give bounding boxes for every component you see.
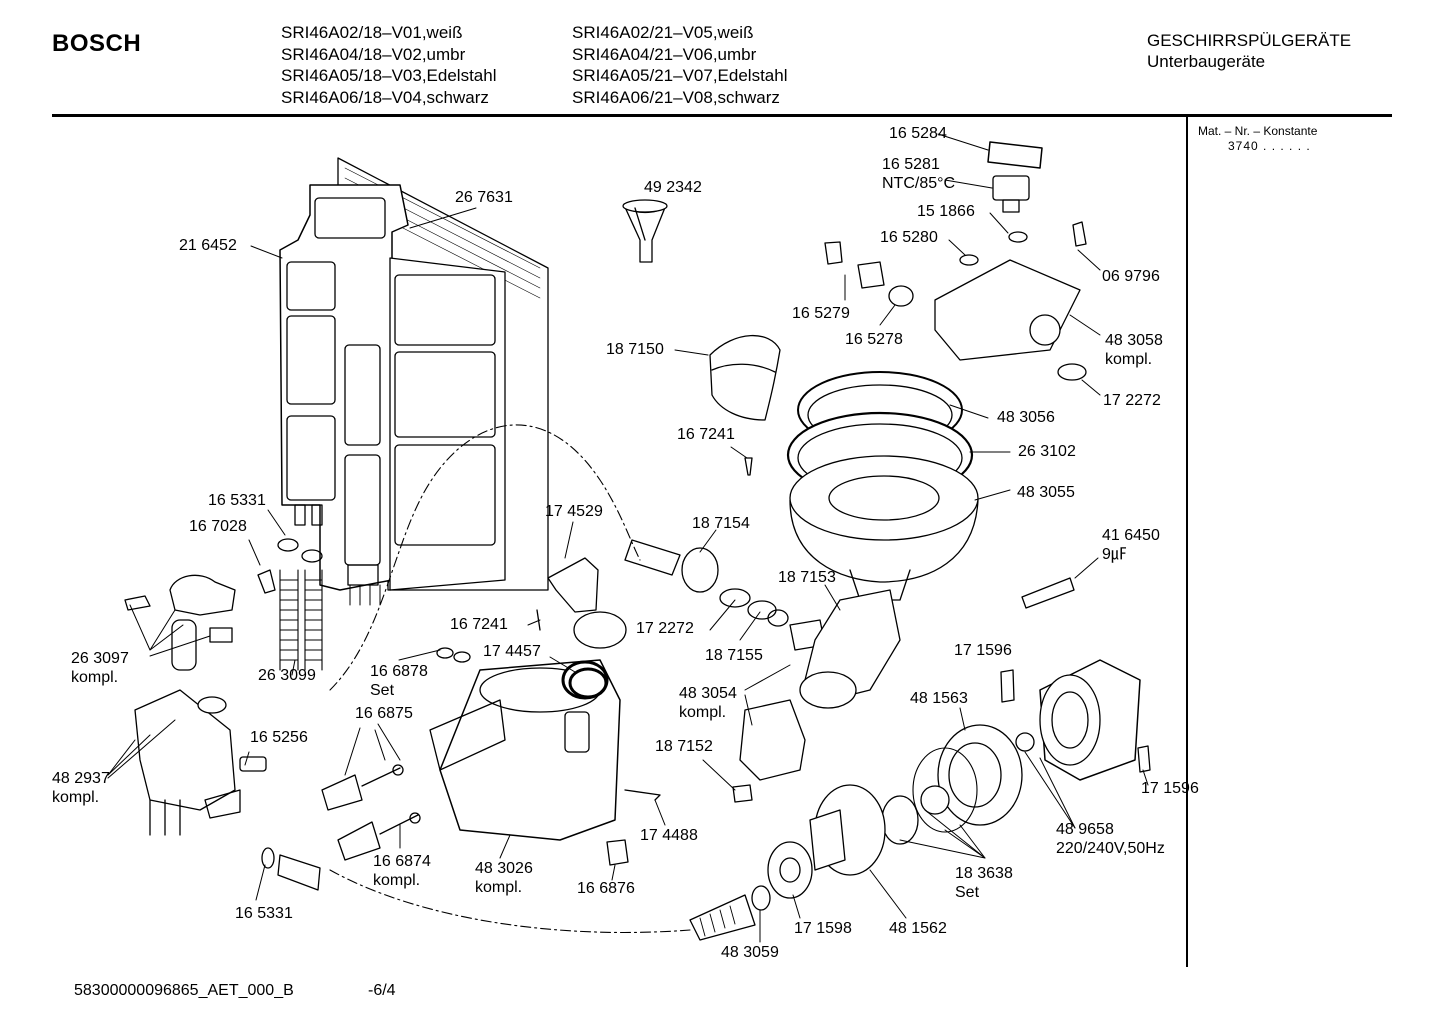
part-187155: 18 7155: [705, 647, 763, 664]
inlet-valve-drawing: [124, 574, 267, 836]
model-list-left: SRI46A02/18–V01,weiß SRI46A04/18–V02,umb…: [281, 22, 497, 108]
page-reference: -6/4: [368, 982, 396, 999]
part-483055: 48 3055: [1017, 484, 1075, 501]
part-171598: 17 1598: [794, 920, 852, 937]
part-481563: 48 1563: [910, 690, 968, 707]
circulation-pump-drawing: [1000, 659, 1151, 781]
part-483059: 48 3059: [721, 944, 779, 961]
category-title: GESCHIRRSPÜLGERÄTE: [1147, 31, 1352, 50]
part-172272-b: 17 2272: [636, 620, 694, 637]
part-174488: 17 4488: [640, 827, 698, 844]
part-165256: 16 5256: [250, 729, 308, 746]
part-174457: 17 4457: [483, 643, 541, 660]
side-divider: [1186, 116, 1188, 967]
part-187154: 18 7154: [692, 515, 750, 532]
solenoid-valves-drawing: [321, 647, 471, 861]
part-171596-a: 17 1596: [954, 642, 1012, 659]
part-492342: 49 2342: [644, 179, 702, 196]
part-263102: 26 3102: [1018, 443, 1076, 460]
part-151866: 15 1866: [917, 203, 975, 220]
leader-lines: [107, 133, 1149, 943]
header-divider: [52, 114, 1392, 117]
part-171596-b: 17 1596: [1141, 780, 1199, 797]
category-subtitle: Unterbaugeräte: [1147, 52, 1266, 71]
mat-nr-value: 3740 . . . . . .: [1228, 139, 1311, 153]
small-parts-drawing: [536, 457, 753, 866]
part-267631: 26 7631: [455, 189, 513, 206]
part-187153: 18 7153: [778, 569, 836, 586]
hoses-drawing: [257, 538, 323, 671]
model-item: SRI46A05/21–V07,Edelstahl: [572, 66, 788, 85]
flow-heater-drawing: [824, 141, 1087, 381]
part-216452: 21 6452: [179, 237, 237, 254]
model-list-right: SRI46A02/21–V05,weiß SRI46A04/21–V06,umb…: [572, 22, 788, 108]
part-174529: 17 4529: [545, 503, 603, 520]
water-softener-drawing: [429, 659, 621, 841]
part-165278: 16 5278: [845, 331, 903, 348]
part-165331-b: 16 5331: [235, 905, 293, 922]
category-block: GESCHIRRSPÜLGERÄTE Unterbaugeräte: [1147, 30, 1351, 72]
flow-lines: [329, 424, 691, 934]
model-item: SRI46A02/18–V01,weiß: [281, 23, 463, 42]
part-165284: 16 5284: [889, 125, 947, 142]
part-165280: 16 5280: [880, 229, 938, 246]
mat-nr-label: Mat. – Nr. – Konstante: [1198, 124, 1318, 138]
sump-assembly-drawing: [786, 371, 979, 601]
part-263099: 26 3099: [258, 667, 316, 684]
sump-pipes-drawing: [624, 539, 1075, 803]
part-483056: 48 3056: [997, 409, 1055, 426]
funnel-drawing: [622, 199, 668, 263]
drain-hose-drawing: [261, 847, 771, 941]
model-item: SRI46A05/18–V03,Edelstahl: [281, 66, 497, 85]
part-165279: 16 5279: [792, 305, 850, 322]
part-187150: 18 7150: [606, 341, 664, 358]
part-166875: 16 6875: [355, 705, 413, 722]
part-167028: 16 7028: [189, 518, 247, 535]
part-172272-a: 17 2272: [1103, 392, 1161, 409]
document-id: 58300000096865_AET_000_B: [74, 982, 294, 999]
impeller-housing-drawing: [767, 724, 1023, 899]
part-187152: 18 7152: [655, 738, 713, 755]
part-481562: 48 1562: [889, 920, 947, 937]
part-167241-b: 16 7241: [450, 616, 508, 633]
cover-drawing: [709, 334, 781, 421]
model-item: SRI46A04/18–V02,umbr: [281, 44, 466, 64]
model-item: SRI46A04/21–V06,umbr: [572, 44, 757, 64]
water-tank-panel-drawing: [279, 157, 549, 606]
model-item: SRI46A06/18–V04,schwarz: [281, 87, 489, 107]
part-165331-a: 16 5331: [208, 492, 266, 509]
model-item: SRI46A02/21–V05,weiß: [572, 23, 754, 42]
part-166876: 16 6876: [577, 880, 635, 897]
part-167241-a: 16 7241: [677, 426, 735, 443]
model-item: SRI46A06/21–V08,schwarz: [572, 87, 780, 107]
part-069796: 06 9796: [1102, 268, 1160, 285]
brand-logo: BOSCH: [52, 30, 142, 57]
